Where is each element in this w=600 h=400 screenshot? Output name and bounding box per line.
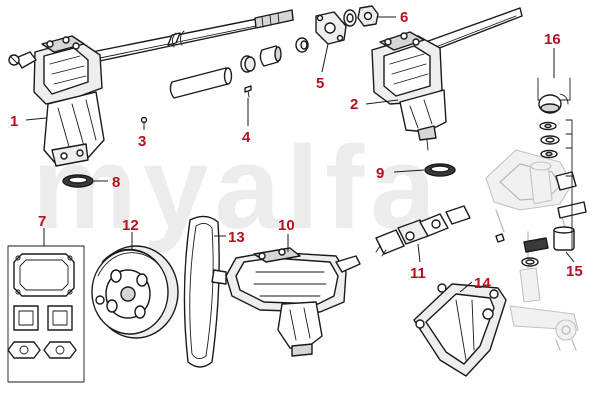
part-seal-ring [62,174,94,188]
callout-8: 8 [112,174,120,191]
part-belt [183,215,220,368]
callout-7: 7 [38,213,46,230]
part-mounting-flange [315,11,347,45]
leader-lines [25,16,575,293]
callout-6: 6 [400,9,408,26]
callout-5: 5 [316,75,324,92]
part-gasket-set [7,245,85,383]
part-grease-nipple [140,116,148,127]
part-small-screw [244,85,252,98]
callout-16: 16 [544,31,561,48]
callout-14: 14 [474,275,491,292]
callout-1: 1 [10,113,18,130]
callout-10: 10 [278,217,295,234]
callout-11: 11 [410,265,426,282]
part-pulley [91,245,179,339]
part-bushings [169,37,309,99]
callout-4: 4 [242,129,251,146]
part-steering-box-rhd [371,7,523,151]
callout-9: 9 [376,165,384,182]
part-steering-box-large [211,247,361,357]
part-ball-joint-kit [537,77,573,251]
callout-3: 3 [138,133,146,150]
part-steering-box-lhd [8,9,294,167]
part-bracket [413,283,507,377]
callout-12: 12 [122,217,139,234]
part-universal-joint [375,205,471,257]
callout-15: 15 [566,263,583,280]
callout-13: 13 [228,229,245,246]
callout-labels: 1 2 3 4 5 6 7 8 9 10 11 12 13 14 15 16 [10,9,583,292]
part-seal-ring-2 [424,163,456,177]
part-washers-nut [343,5,379,27]
callout-2: 2 [350,96,358,113]
